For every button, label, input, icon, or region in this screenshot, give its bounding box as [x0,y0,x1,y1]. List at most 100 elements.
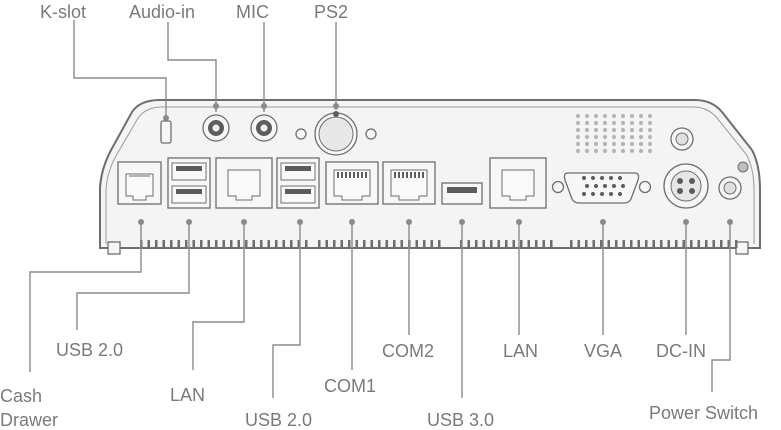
vent-rib [520,240,523,248]
label-dcin: DC-IN [656,341,706,361]
vent-rib [460,240,463,248]
vent-rib [415,240,418,248]
grille-hole [638,127,644,133]
device-body-inner-edge [105,106,755,244]
grille-hole [611,120,617,126]
grille-hole [602,148,608,154]
leader-lan-left [192,222,245,370]
grille-hole [611,113,617,119]
grille-hole [629,141,635,147]
vga-pin [603,184,607,188]
pin [418,172,420,178]
vga-pin [594,184,598,188]
vent-rib [690,240,693,248]
grille-hole [575,127,581,133]
leader-kslot [73,20,167,118]
vent-rib [497,240,500,248]
vent-rib [660,240,663,248]
vent-rib [535,240,538,248]
round-button-top [670,127,694,151]
grille-hole [629,113,635,119]
grille-hole [584,127,590,133]
grille-hole [584,141,590,147]
vent-rib [355,240,358,248]
grille-hole [602,134,608,140]
vent-rib [542,240,545,248]
leader-usb20-mid [272,222,301,398]
leader-power-switch [711,222,731,392]
grille-hole [647,127,653,133]
vent-rib [705,240,708,248]
vent-rib [185,240,188,248]
hole-left [295,128,307,140]
audio-in-jack [202,114,230,142]
vent-rib [630,240,633,248]
pin [361,172,363,178]
vent-rib [237,240,240,248]
vent-rib [585,240,588,248]
vent-rib [215,240,218,248]
vga-pin [618,176,622,180]
label-cash-drawer-line2: Drawer [0,410,58,430]
grille-hole [620,127,626,133]
grille-hole [611,148,617,154]
pin [422,172,424,178]
power-switch-button [718,176,742,200]
label-com2: COM2 [382,341,434,361]
vga-pin [600,176,604,180]
vga-pin [585,184,589,188]
vent-rib [282,240,285,248]
vent-rib [222,240,225,248]
vent-rib [318,240,321,248]
grille-hole [620,113,626,119]
vent-rib [527,240,530,248]
pin [398,172,400,178]
pin [402,172,404,178]
bottom-vents [140,240,738,248]
grille-hole [647,148,653,154]
grille-hole [647,113,653,119]
grille-hole [584,120,590,126]
foot-left [107,241,121,255]
leader-dots [138,103,733,225]
vent-rib [147,240,150,248]
vga-pin [609,176,613,180]
grille-hole [620,120,626,126]
pin [414,172,416,178]
label-mic: MIC [236,2,269,22]
vent-rib [348,240,351,248]
label-usb20-left: USB 2.0 [56,340,123,360]
vent-rib [400,240,403,248]
vent-rib [245,240,248,248]
pin [349,172,351,178]
usb20-left-stack [167,157,211,209]
vent-rib [370,240,373,248]
grille-hole [620,148,626,154]
vent-rib [467,240,470,248]
vent-rib [378,240,381,248]
vent-rib [697,240,700,248]
vent-rib [260,240,263,248]
pin [337,172,339,178]
vent-rib [230,240,233,248]
hole-right [365,128,377,140]
pin [345,172,347,178]
vent-rib [512,240,515,248]
grille-hole [620,141,626,147]
vent-rib [720,240,723,248]
grille-hole [584,148,590,154]
vent-rib [475,240,478,248]
vga-pin [582,176,586,180]
vent-rib [490,240,493,248]
pin [406,172,408,178]
dcin-port [663,163,709,209]
label-kslot: K-slot [40,2,86,22]
grille-hole [638,134,644,140]
vent-rib [550,240,553,248]
grille-hole [584,113,590,119]
grille-hole [602,120,608,126]
vent-rib [267,240,270,248]
vent-rib [645,240,648,248]
